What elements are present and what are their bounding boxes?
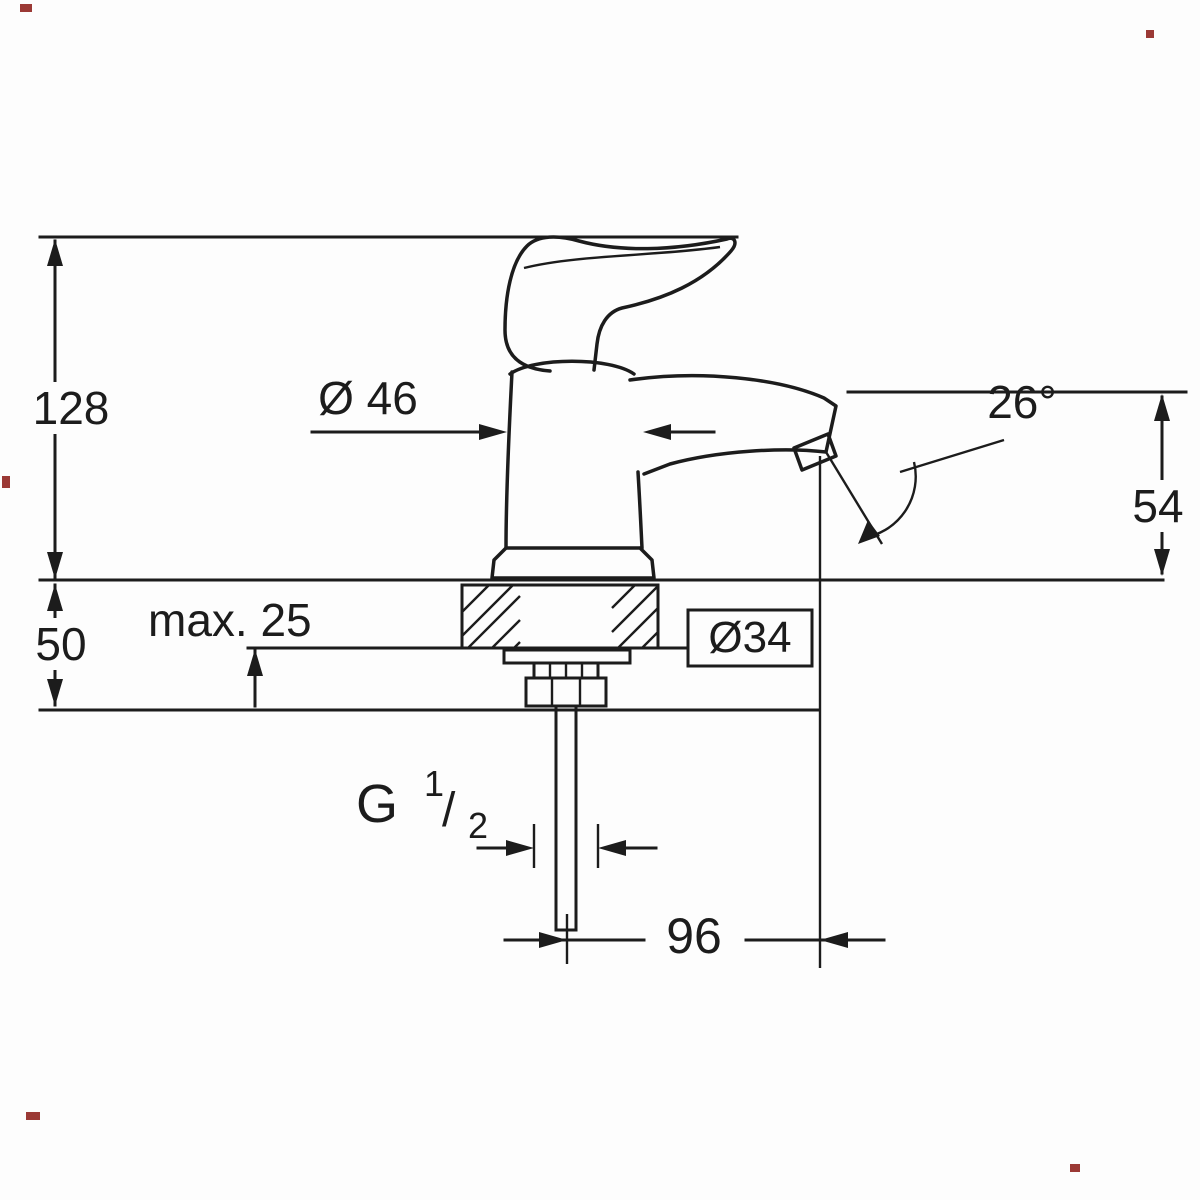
- hole-diameter-callout: Ø34: [686, 608, 814, 668]
- thread-prefix-label: G: [356, 774, 398, 834]
- faucet-handle: [503, 235, 737, 373]
- projection-label: 96: [666, 908, 722, 964]
- supply-stud: [554, 704, 578, 932]
- horseshoe-washer: [502, 648, 632, 665]
- hole-diameter-box: [686, 608, 814, 668]
- thread-ticks: [548, 663, 584, 678]
- dim-50-arrow-down: [47, 679, 63, 706]
- thread-denominator-label: 2: [468, 805, 488, 846]
- spout-angle-label: 26°: [987, 376, 1057, 428]
- reference-lines: [38, 235, 1188, 712]
- artifact-mark: [1070, 1164, 1080, 1172]
- deck-side-edges: [460, 583, 660, 650]
- artifact-mark: [2, 476, 10, 488]
- cartridge-dome: [508, 359, 636, 376]
- dim-46-arrow-right: [479, 424, 507, 440]
- artifact-mark: [1146, 30, 1154, 38]
- dim-128-arrow-down: [47, 552, 63, 579]
- mounting-nut: [524, 676, 608, 708]
- faucet-body: [490, 359, 656, 580]
- dim-96-arrow-right: [539, 932, 567, 948]
- dim-96-label-mask: [648, 912, 740, 966]
- aerator: [792, 432, 838, 472]
- deck-section: [246, 583, 690, 650]
- handle-detail-line: [523, 245, 721, 270]
- dim-96-arrow-left: [820, 932, 848, 948]
- clearance-label: 50: [35, 618, 86, 670]
- overall-height-label: 128: [33, 382, 110, 434]
- dim-54-arrow-down: [1154, 549, 1170, 576]
- dim-projection: 96: [503, 908, 886, 966]
- dim-50-label-mask: [30, 618, 92, 670]
- artifact-mark: [20, 4, 32, 12]
- thread-slash-label: /: [442, 784, 456, 837]
- dim-spout-height: 54: [1124, 394, 1192, 576]
- dim-clearance: 50: [30, 583, 92, 707]
- angle-arrowhead: [858, 520, 880, 544]
- dim-deck-thickness: max. 25: [148, 594, 312, 708]
- dim-overall-height: 128: [26, 239, 118, 579]
- dim-thread: G 1 / 2: [356, 763, 658, 868]
- dim-body-diameter: Ø 46: [310, 372, 716, 440]
- dim-thread-extension-lines: [532, 824, 600, 868]
- dim-46-arrow-left: [643, 424, 671, 440]
- hole-diameter-label: Ø34: [708, 613, 791, 662]
- thread-numerator-label: 1: [424, 763, 444, 804]
- angle-leader-line: [899, 438, 1005, 474]
- dim-thread-arrow-left: [598, 840, 626, 856]
- dim-54-label-mask: [1124, 480, 1192, 532]
- print-artifacts: [2, 4, 1154, 1172]
- body-left-edge: [504, 370, 514, 550]
- body-diameter-label: Ø 46: [318, 372, 418, 424]
- mounting-hardware: [502, 648, 632, 932]
- dim-thread-arrow-right: [506, 840, 534, 856]
- base-flange: [490, 546, 656, 580]
- dim-128-arrow-up: [47, 239, 63, 266]
- spout-height-label: 54: [1132, 480, 1183, 532]
- deck-thickness-label: max. 25: [148, 594, 312, 646]
- handle-outline: [503, 235, 737, 373]
- dim-54-arrow-up: [1154, 394, 1170, 421]
- dim-50-arrow-up: [47, 584, 63, 611]
- body-right-edge: [636, 470, 644, 550]
- artifact-mark: [26, 1112, 40, 1120]
- dim-128-label-mask: [26, 382, 118, 434]
- spout-outline: [628, 373, 838, 476]
- deck-hatching: [461, 584, 659, 649]
- dim-max25-arrow-up: [247, 649, 263, 676]
- faucet-spout: [628, 373, 838, 476]
- spout-angle-geometry: 26°: [818, 376, 1057, 968]
- nut-facets: [550, 678, 582, 706]
